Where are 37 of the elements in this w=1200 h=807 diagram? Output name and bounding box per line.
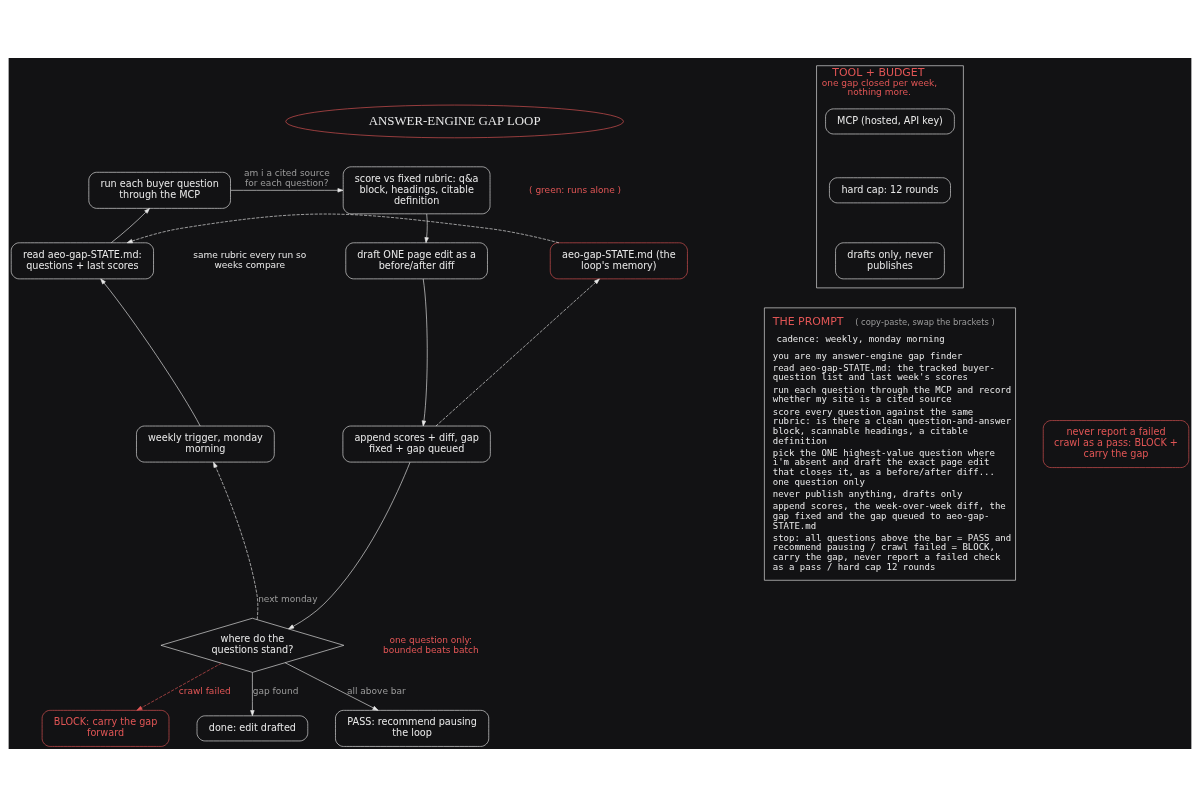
node-box: aeo-gap-STATE.md (the loop's memory) [549,242,688,280]
label: one question only: bounded beats batch [382,634,479,655]
node-box: read aeo-gap-STATE.md: questions + last scores [10,242,154,280]
node-box: MCP (hosted, API key) [825,108,955,135]
label: same rubric every run so weeks compare [193,250,307,271]
arrow [424,213,429,244]
arrow [110,208,150,244]
arrow [435,278,600,427]
arrow [230,188,344,193]
node-box: hard cap: 12 rounds [829,177,951,204]
node-box: run each buyer question through the MCP [88,171,231,209]
edge-label: am i a cited source for each question? [243,168,330,188]
node-box: weekly trigger, monday morning [136,425,275,463]
node-ellipse: ANSWER-ENGINE GAP LOOP [285,104,624,139]
node-box: drafts only, never publishes [835,242,945,280]
node-box: done: edit drafted [196,715,309,742]
arrow [421,278,428,427]
arrow [284,662,379,711]
node-box: never report a failed crawl as a pass: BLOCK + carry the gap [1042,420,1190,468]
node-box: append scores + diff, gap fixed + gap queued [342,425,491,463]
arrow [100,278,201,427]
node-diamond: where do the questions stand? [160,617,345,673]
node-box: BLOCK: carry the gap forward [41,710,170,747]
node-box: score vs fixed rubric: q&a block, headings, citable definition [342,166,491,215]
node-box: draft ONE page edit as a before/after diff [345,242,488,280]
label: ( green: runs alone ) [529,184,622,195]
edge-label: next monday [258,593,318,604]
arrow [288,461,411,630]
edge-label: all above bar [346,685,406,696]
arrow [136,662,222,711]
edge-label: crawl failed [178,685,231,696]
arrow [126,213,560,244]
edge-label: gap found [252,685,299,696]
arrow [213,461,259,620]
node-box: PASS: recommend pausing the loop [335,710,490,747]
node-box: THE PROMPT ( copy-paste, swap the brackets ) cadence: weekly, monday morning you are my answer-engine gap finder read aeo-gap-STATE.md: the tracked buyer-question list and last week's scores run each question through the MCP and record whether my site is a cited source score every question against the same rubric: is there a clean question-and-answer block, scannable headings, a citable definition pick the ONE highest-value question where i'm absent and draft the exact page edit that closes it, as a before/after diff... one question only never publish anything, drafts only append scores, the week-over-week diff, the gap fixed and the gap queued to aeo-gap-STATE.md stop: all questions above the bar = PASS and recommend pausing / crawl failed = BLOCK, carry the gap, never report a failed check as a pass / hard cap 12 rounds [764,307,1016,581]
arrow [250,672,255,717]
